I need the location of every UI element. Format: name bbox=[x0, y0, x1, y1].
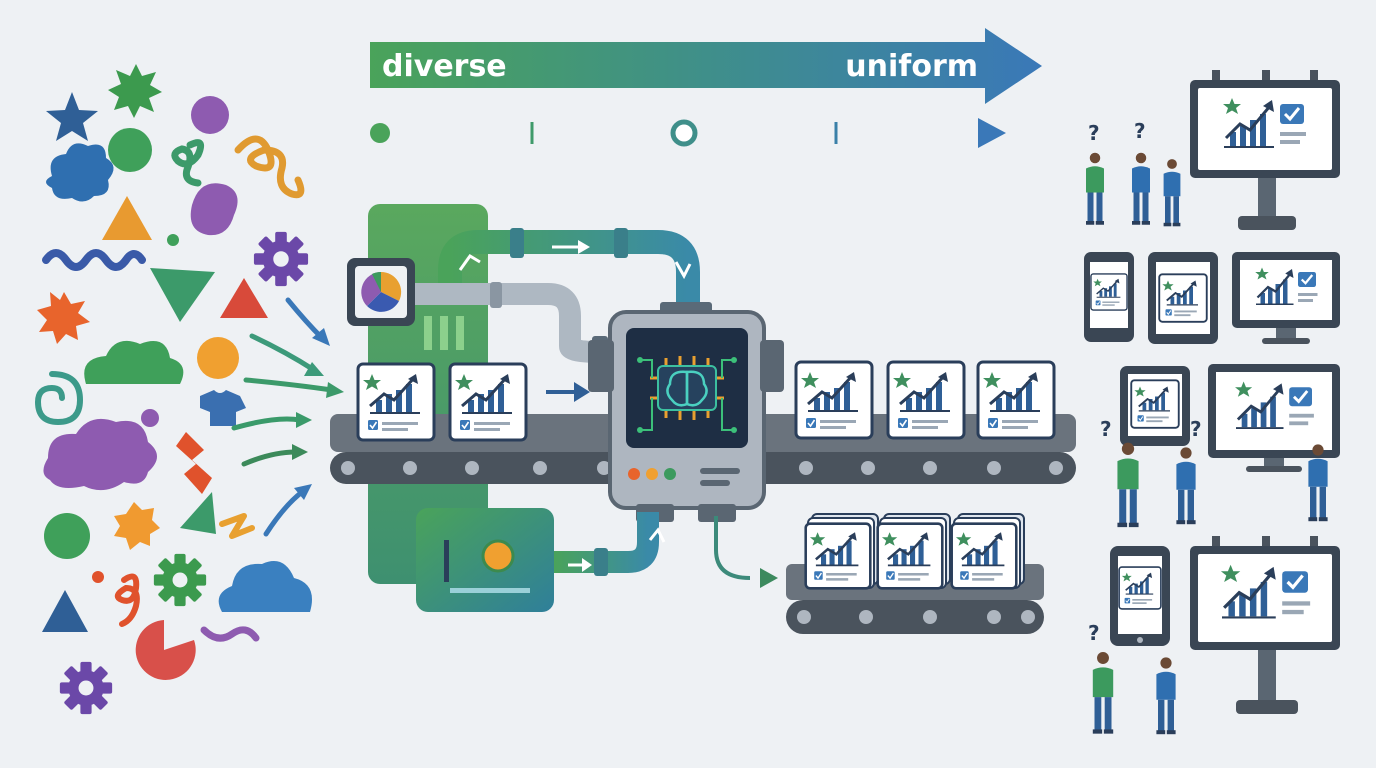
flow-arrows bbox=[231, 297, 344, 537]
arrow-icon bbox=[243, 377, 344, 398]
spectrum-slider bbox=[370, 118, 1006, 148]
diverse-input-shapes bbox=[34, 64, 312, 715]
tablet-icon bbox=[1120, 366, 1190, 446]
billboard-icon bbox=[1190, 70, 1340, 230]
starburst-icon bbox=[114, 502, 160, 550]
star-icon bbox=[46, 92, 98, 141]
starburst-icon bbox=[108, 64, 162, 118]
triangle-icon bbox=[220, 278, 268, 318]
question-mark-icon: ? bbox=[1088, 121, 1100, 145]
person-icon bbox=[1117, 442, 1139, 528]
person-icon bbox=[1176, 447, 1196, 525]
pacman-icon bbox=[150, 268, 215, 322]
circle-icon bbox=[44, 513, 90, 559]
arrow-icon bbox=[552, 240, 590, 254]
question-mark-icon: ? bbox=[1100, 417, 1112, 441]
circle-icon bbox=[191, 96, 229, 134]
tablet-icon bbox=[1148, 252, 1218, 344]
cloud-icon bbox=[84, 340, 184, 384]
circle-icon bbox=[92, 571, 104, 583]
diverse-uniform-spectrum: diverse uniform bbox=[370, 28, 1042, 104]
arrow-icon bbox=[285, 297, 330, 346]
question-mark-icon: ? bbox=[1088, 621, 1100, 645]
triangle-icon bbox=[180, 492, 216, 534]
cloud-icon bbox=[43, 418, 157, 491]
circle-icon bbox=[167, 234, 179, 246]
person-icon bbox=[1163, 159, 1181, 227]
person-icon bbox=[1092, 652, 1114, 734]
diverse-label: diverse bbox=[382, 49, 507, 84]
green-indicator-light bbox=[664, 468, 676, 480]
arrow-icon bbox=[249, 333, 324, 376]
billboard-icon bbox=[1190, 536, 1340, 714]
squiggle-icon bbox=[171, 139, 205, 187]
zigzag-icon bbox=[176, 432, 212, 494]
cloud-icon bbox=[46, 143, 114, 202]
report-card bbox=[356, 362, 436, 442]
monitor-icon bbox=[1232, 252, 1340, 344]
output-chute bbox=[714, 516, 751, 580]
output-generator bbox=[416, 508, 666, 612]
spiral-icon bbox=[34, 371, 84, 426]
gray-pipe bbox=[410, 283, 601, 363]
squiggle-icon bbox=[200, 626, 260, 642]
circle-icon bbox=[141, 409, 159, 427]
gear-icon bbox=[253, 231, 309, 287]
arrow-icon bbox=[263, 484, 312, 537]
slider-knob bbox=[670, 119, 698, 147]
arrow-icon bbox=[241, 444, 308, 467]
ai-processor bbox=[588, 310, 784, 522]
pacman-icon bbox=[135, 620, 196, 680]
person-icon bbox=[1156, 657, 1176, 735]
zigzag-icon bbox=[219, 513, 255, 539]
red-indicator-light bbox=[628, 468, 640, 480]
tablet-icon bbox=[1110, 546, 1170, 646]
factory bbox=[330, 204, 1076, 634]
shirt-icon bbox=[200, 390, 246, 426]
brain-chip-icon bbox=[637, 356, 737, 433]
circle-icon bbox=[108, 128, 152, 172]
report-card bbox=[886, 360, 966, 440]
arrow-icon bbox=[568, 558, 592, 572]
squiggle-icon bbox=[234, 135, 305, 199]
report-card bbox=[950, 522, 1018, 590]
tablet-icon bbox=[1084, 252, 1134, 342]
triangle-icon bbox=[42, 590, 88, 632]
circle-icon bbox=[197, 337, 239, 379]
audience-displays: ? ? bbox=[1084, 70, 1340, 735]
starburst-icon bbox=[37, 292, 90, 344]
pie-chart-icon bbox=[347, 258, 415, 326]
slider-start-dot bbox=[370, 123, 390, 143]
teal-pipe bbox=[438, 230, 700, 310]
report-card bbox=[876, 522, 944, 590]
report-card bbox=[448, 362, 528, 442]
arrow-icon bbox=[231, 412, 312, 431]
cloud-icon bbox=[218, 561, 312, 612]
gear-icon bbox=[153, 553, 207, 607]
blob-icon bbox=[190, 183, 238, 236]
question-mark-icon: ? bbox=[1190, 417, 1202, 441]
spectrum-arrow bbox=[370, 28, 1042, 104]
yellow-indicator-light bbox=[646, 468, 658, 480]
uniform-label: uniform bbox=[845, 49, 978, 84]
arrow-icon bbox=[546, 382, 590, 402]
report-card bbox=[804, 522, 872, 590]
squiggle-icon bbox=[114, 573, 140, 627]
report-card bbox=[976, 360, 1056, 440]
person-icon bbox=[1086, 152, 1104, 225]
squiggle-icon bbox=[42, 249, 146, 271]
person-icon bbox=[1132, 152, 1150, 225]
report-card bbox=[794, 360, 874, 440]
monitor-icon bbox=[1208, 364, 1340, 472]
triangle-icon bbox=[102, 196, 152, 240]
gear-icon bbox=[59, 661, 113, 715]
stacked-output-conveyor bbox=[786, 513, 1044, 634]
question-mark-icon: ? bbox=[1134, 119, 1146, 143]
